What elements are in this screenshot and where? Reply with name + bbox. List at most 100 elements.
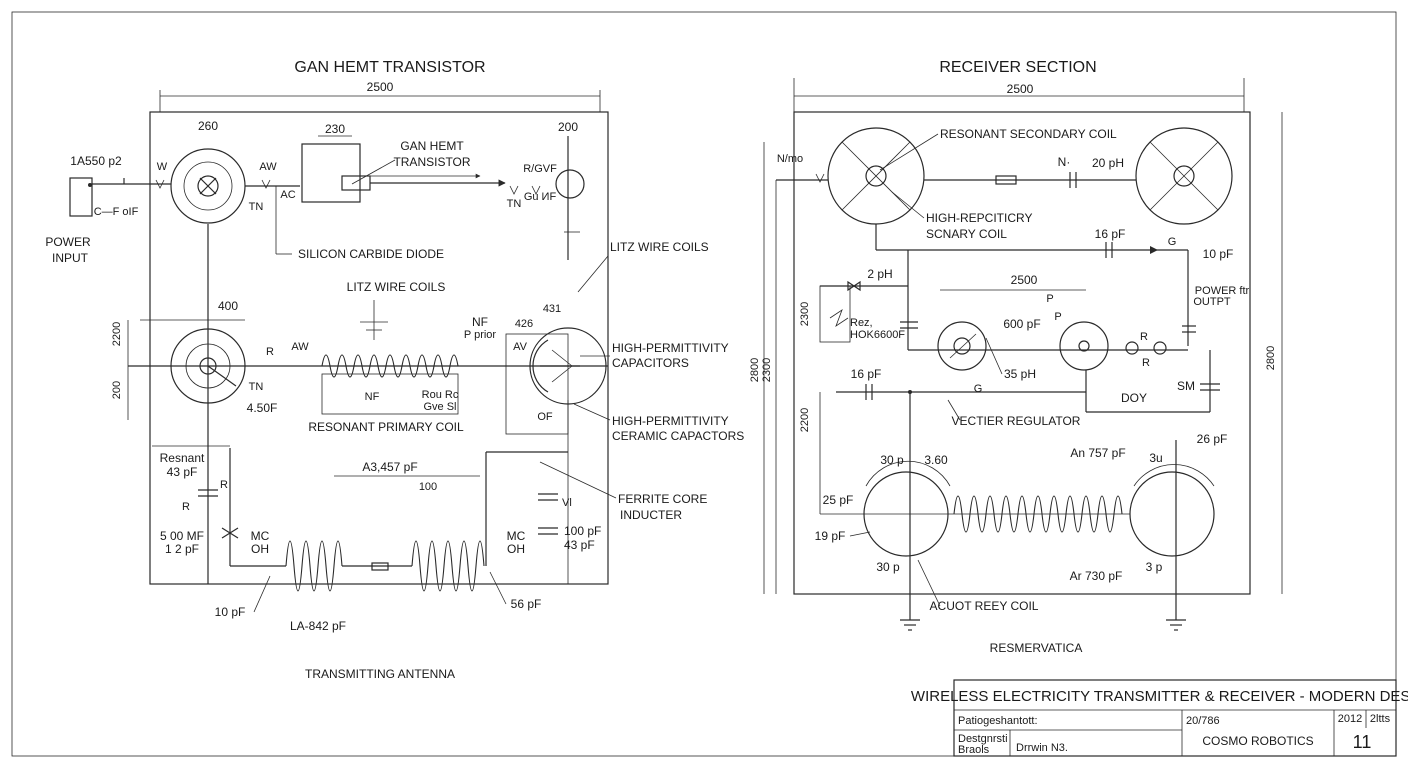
svg-text:AV: AV: [513, 341, 528, 353]
svg-text:An 757 pF: An 757 pF: [1070, 446, 1125, 460]
svg-text:R: R: [1140, 331, 1148, 343]
svg-text:2300: 2300: [761, 358, 773, 382]
svg-text:2200: 2200: [799, 408, 811, 432]
title-block: WIRELESS ELECTRICITY TRANSMITTER & RECEI…: [911, 679, 1408, 757]
svg-text:Gve Sl: Gve Sl: [423, 401, 456, 413]
svg-text:OF: OF: [537, 411, 553, 423]
svg-text:HOK6600F: HOK6600F: [850, 329, 905, 341]
svg-text:P: P: [1054, 311, 1061, 323]
svg-text:19 pF: 19 pF: [815, 529, 846, 543]
hp-ceramic-label: HIGH-PERMITTIVITY: [612, 414, 729, 428]
svg-text:10 pF: 10 pF: [215, 605, 246, 619]
litz-wire-coil: [321, 354, 459, 378]
vectier-regulator-label: VECTIER REGULATOR: [952, 414, 1081, 428]
svg-text:NF: NF: [472, 315, 488, 329]
ferrite-label: FERRITE CORE: [618, 492, 707, 506]
svg-text:Vl: Vl: [562, 497, 572, 509]
svg-text:Destgnrsti: Destgnrsti: [958, 733, 1008, 745]
svg-text:43 pF: 43 pF: [167, 465, 198, 479]
svg-text:56 pF: 56 pF: [511, 597, 542, 611]
receiver-coil: [953, 495, 1123, 533]
title-block-title: WIRELESS ELECTRICITY TRANSMITTER & RECEI…: [911, 688, 1408, 705]
transmitter-frame: [149, 111, 609, 585]
svg-text:2300: 2300: [799, 302, 811, 326]
svg-text:Gu ИF: Gu ИF: [524, 191, 557, 203]
antenna-label: TRANSMITTING ANTENNA: [305, 667, 455, 681]
litz-right-label: LITZ WIRE COILS: [610, 240, 709, 254]
svg-text:OUTPT: OUTPT: [1193, 296, 1231, 308]
svg-text:OH: OH: [251, 542, 269, 556]
receiver-title: RECEIVER SECTION: [939, 59, 1096, 76]
svg-text:26 pF: 26 pF: [1197, 432, 1228, 446]
antenna-coil-right: [411, 540, 485, 592]
svg-text:Patiogeshantott:: Patiogeshantott:: [958, 715, 1038, 727]
svg-text:43 pF: 43 pF: [564, 538, 595, 552]
svg-text:2800: 2800: [1265, 346, 1277, 370]
receiver-section: RECEIVER SECTION 2500 2800 2300 2800 N/m…: [749, 59, 1283, 655]
svg-text:OH: OH: [507, 542, 525, 556]
svg-text:AW: AW: [259, 161, 277, 173]
svg-text:LA-842 pF: LA-842 pF: [290, 619, 346, 633]
company-name: COSMO ROBOTICS: [1202, 734, 1313, 748]
transistor-label: GAN HEMT: [400, 139, 464, 153]
svg-text:TN: TN: [249, 201, 264, 213]
resmervatica-label: RESMERVATICA: [990, 641, 1083, 655]
svg-text:2500: 2500: [1011, 273, 1038, 287]
svg-text:TN: TN: [249, 381, 264, 393]
svg-text:400: 400: [218, 299, 238, 313]
svg-text:200: 200: [111, 381, 123, 399]
svg-text:3 p: 3 p: [1146, 560, 1163, 574]
svg-text:5 00 MF: 5 00 MF: [160, 529, 204, 543]
svg-text:426: 426: [515, 318, 533, 330]
svg-text:10 pF: 10 pF: [1203, 247, 1234, 261]
svg-text:2200: 2200: [111, 322, 123, 346]
svg-text:TN: TN: [507, 198, 522, 210]
svg-text:G: G: [1168, 236, 1177, 248]
svg-text:SCNARY COIL: SCNARY COIL: [926, 227, 1007, 241]
power-input-label-2: INPUT: [52, 251, 89, 265]
svg-text:INDUCTER: INDUCTER: [620, 508, 682, 522]
sheet-border: [11, 11, 1397, 757]
svg-text:30 p: 30 p: [880, 453, 904, 467]
svg-text:Rez,: Rez,: [850, 317, 873, 329]
svg-text:N/mo: N/mo: [777, 153, 803, 165]
svg-text:R: R: [182, 501, 190, 513]
svg-text:P prior: P prior: [464, 329, 497, 341]
coil-top-dim: 260: [198, 119, 218, 133]
silicon-carbide-label: SILICON CARBIDE DIODE: [298, 247, 444, 261]
svg-text:P: P: [1046, 293, 1053, 305]
secondary-coil-right: [1135, 127, 1233, 225]
litz-mid-label: LITZ WIRE COILS: [347, 280, 446, 294]
svg-text:W: W: [157, 161, 168, 173]
svg-text:431: 431: [543, 303, 561, 315]
svg-text:G: G: [974, 383, 983, 395]
hr-coil-label: HIGH-REPCITICRY: [926, 211, 1032, 225]
svg-text:30 p: 30 p: [876, 560, 900, 574]
power-input-label: POWER: [45, 235, 91, 249]
svg-text:N·: N·: [1058, 155, 1071, 169]
svg-text:MC: MC: [251, 529, 270, 543]
dim-top-label: 2500: [367, 80, 394, 94]
svg-text:16 pF: 16 pF: [1095, 227, 1126, 241]
svg-text:DOY: DOY: [1121, 391, 1147, 405]
svg-text:NF: NF: [365, 391, 380, 403]
svg-text:600 pF: 600 pF: [1003, 317, 1040, 331]
svg-text:Resnant: Resnant: [160, 451, 205, 465]
antenna-coil-left: [285, 540, 343, 592]
svg-text:2ltts: 2ltts: [1370, 713, 1391, 725]
svg-text:1 2 pF: 1 2 pF: [165, 542, 199, 556]
svg-text:SM: SM: [1177, 379, 1195, 393]
regulator-node-1: [937, 321, 987, 371]
svg-text:230: 230: [325, 122, 345, 136]
svg-text:CERAMIC CAPACTORS: CERAMIC CAPACTORS: [612, 429, 744, 443]
svg-text:Rou Rc: Rou Rc: [422, 389, 459, 401]
actot-coil-label: ACUOT REEY COIL: [930, 599, 1039, 613]
svg-text:2500: 2500: [1007, 82, 1034, 96]
svg-text:AC: AC: [280, 189, 295, 201]
svg-text:35 pH: 35 pH: [1004, 367, 1036, 381]
svg-text:4.50F: 4.50F: [247, 401, 278, 415]
svg-text:20 pH: 20 pH: [1092, 156, 1124, 170]
primary-coil-label: RESONANT PRIMARY COIL: [308, 420, 464, 434]
svg-text:CAPACITORS: CAPACITORS: [612, 356, 689, 370]
svg-text:3u: 3u: [1149, 451, 1162, 465]
